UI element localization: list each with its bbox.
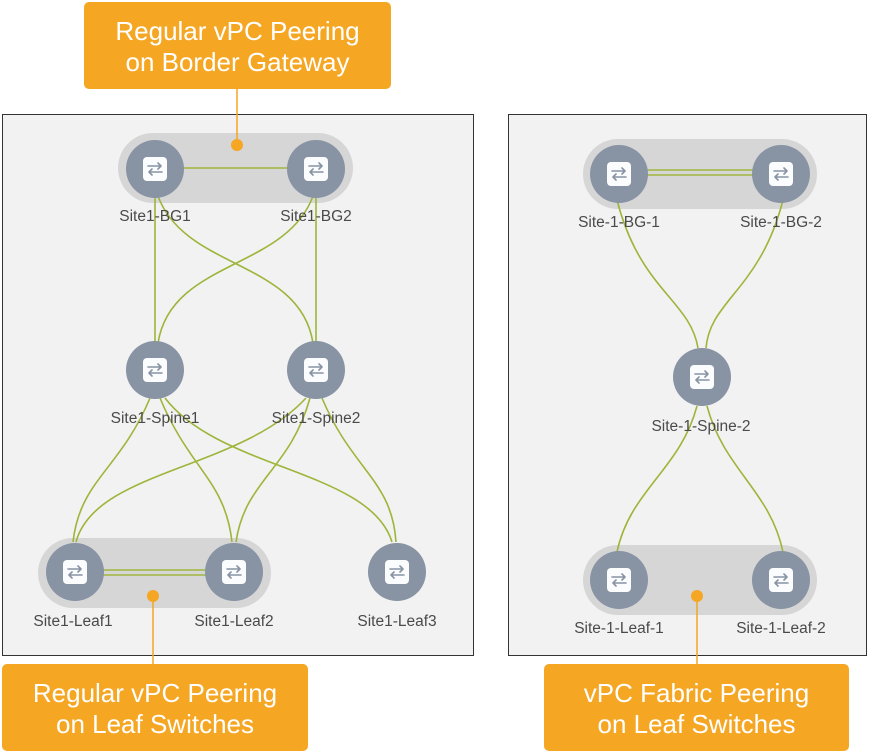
switch-icon — [63, 560, 87, 584]
switch-node-leaf1[interactable] — [46, 543, 104, 601]
label-right-spine2: Site-1-Spine-2 — [651, 418, 751, 435]
switch-icon — [304, 157, 328, 181]
label-bg1: Site1-BG1 — [119, 208, 191, 225]
connector-dot-bottom-left — [147, 590, 159, 602]
link-spine1-leaf1 — [72, 397, 151, 543]
switch-node-right-leaf1[interactable] — [590, 551, 648, 609]
callout-vpc-border-gateway: Regular vPC Peering on Border Gateway — [84, 2, 391, 89]
switch-node-right-leaf2[interactable] — [752, 551, 810, 609]
switch-node-right-spine2[interactable] — [673, 348, 731, 406]
switch-node-spine2[interactable] — [287, 341, 345, 399]
switch-icon — [607, 568, 631, 592]
switch-icon — [769, 568, 793, 592]
switch-node-leaf2[interactable] — [205, 543, 263, 601]
label-leaf3: Site1-Leaf3 — [357, 613, 437, 630]
link-bg2-spine1 — [157, 195, 314, 344]
label-right-leaf2: Site-1-Leaf-2 — [736, 620, 826, 637]
link-spine1-leaf3 — [164, 397, 393, 543]
label-spine2: Site1-Spine2 — [271, 410, 361, 427]
connector-dot-top — [231, 139, 243, 151]
label-right-bg1: Site-1-BG-1 — [578, 214, 660, 231]
link-rbg2-rspine2 — [705, 199, 784, 349]
link-rbg1-rspine2 — [616, 199, 699, 349]
switch-icon — [385, 560, 409, 584]
label-right-leaf1: Site-1-Leaf-1 — [574, 620, 664, 637]
label-leaf1: Site1-Leaf1 — [33, 613, 113, 630]
callout-line: on Leaf Switches — [55, 709, 254, 739]
switch-node-bg2[interactable] — [287, 140, 345, 198]
switch-node-spine1[interactable] — [126, 341, 184, 399]
link-spine2-leaf2 — [235, 397, 311, 543]
callout-vpc-fabric-peering: vPC Fabric Peering on Leaf Switches — [544, 664, 849, 751]
link-spine1-leaf2 — [159, 397, 233, 543]
callout-line: on Border Gateway — [125, 47, 350, 77]
label-leaf2: Site1-Leaf2 — [194, 613, 274, 630]
link-spine2-leaf3 — [321, 397, 397, 543]
link-spine2-leaf1 — [75, 397, 307, 543]
switch-icon — [143, 358, 167, 382]
switch-icon — [143, 157, 167, 181]
switch-node-right-bg1[interactable] — [590, 145, 648, 203]
callout-line: Regular vPC Peering — [32, 678, 278, 708]
connector-dot-bottom-right — [691, 590, 703, 602]
switch-icon — [607, 162, 631, 186]
switch-node-leaf3[interactable] — [368, 543, 426, 601]
switch-icon — [304, 358, 328, 382]
switch-icon — [690, 365, 714, 389]
label-right-bg2: Site-1-BG-2 — [740, 214, 822, 231]
callout-line: vPC Fabric Peering — [583, 678, 810, 708]
callout-vpc-leaf: Regular vPC Peering on Leaf Switches — [2, 664, 308, 751]
link-bg1-spine2 — [157, 195, 314, 344]
switch-icon — [222, 560, 246, 584]
switch-icon — [769, 162, 793, 186]
switch-node-bg1[interactable] — [126, 140, 184, 198]
switch-node-right-bg2[interactable] — [752, 145, 810, 203]
link-rspine2-rleaf1 — [616, 405, 698, 553]
label-bg2: Site1-BG2 — [280, 208, 352, 225]
label-spine1: Site1-Spine1 — [110, 410, 200, 427]
callout-line: on Leaf Switches — [597, 709, 796, 739]
link-rspine2-rleaf2 — [706, 405, 784, 553]
callout-line: Regular vPC Peering — [115, 16, 360, 46]
